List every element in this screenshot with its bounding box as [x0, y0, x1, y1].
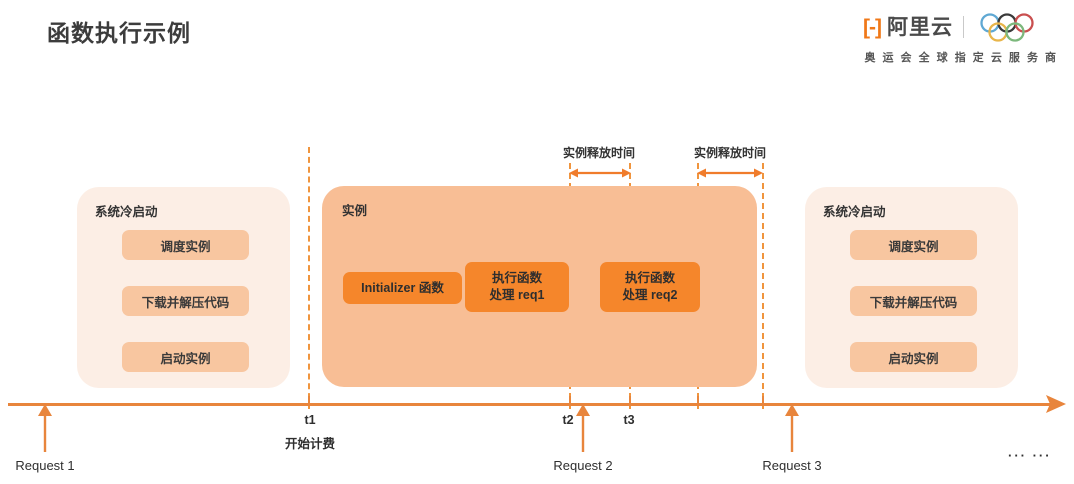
- guide-line-release2-end: [762, 163, 764, 409]
- brand-name: 阿里云: [887, 15, 953, 39]
- release-time-arrow-1: [569, 168, 631, 178]
- instance-block-initializer: Initializer 函数: [343, 272, 462, 304]
- page-title: 函数执行示例: [47, 20, 191, 46]
- coldstart-left-step-2: 下载并解压代码: [122, 286, 249, 316]
- timeline-continuation: ··· ···: [1008, 448, 1052, 463]
- instance-block-req1-line1: 执行函数: [491, 271, 542, 286]
- alibaba-cloud-logo: [-] 阿里云: [863, 17, 953, 38]
- axis-tick-t2: [569, 396, 571, 404]
- coldstart-right-title: 系统冷启动: [823, 205, 886, 219]
- time-marker-t2: t2: [562, 413, 574, 427]
- coldstart-left-title: 系统冷启动: [95, 205, 158, 219]
- instance-block-initializer-line1: Initializer 函数: [361, 280, 444, 295]
- axis-tick-release2-end: [762, 396, 764, 404]
- time-marker-t1-sublabel: 开始计费: [284, 437, 336, 451]
- axis-tick-t1: [308, 396, 310, 404]
- instance-block-req2: 执行函数 处理 req2: [600, 262, 700, 312]
- instance-title: 实例: [342, 204, 368, 218]
- request-2-arrow: [576, 404, 590, 452]
- olympic-rings-icon: [980, 13, 1034, 42]
- timeline-axis: [8, 403, 1056, 406]
- axis-tick-t3: [629, 396, 631, 404]
- coldstart-right-step-2: 下载并解压代码: [850, 286, 977, 316]
- time-marker-t3: t3: [623, 413, 635, 427]
- instance-box: 实例 Initializer 函数 执行函数 处理 req1 执行函数 处理 r…: [322, 186, 757, 387]
- request-1-label: Request 1: [15, 458, 75, 473]
- release-time-label-2: 实例释放时间: [693, 146, 767, 160]
- coldstart-left-step-3: 启动实例: [122, 342, 249, 372]
- axis-tick-release2-start: [697, 396, 699, 404]
- request-3-label: Request 3: [762, 458, 822, 473]
- brand-lockup: [-] 阿里云 奥 运 会 全 球 指 定 云 服 务 商: [854, 10, 1060, 68]
- timeline-axis-arrowhead: [1046, 395, 1066, 413]
- request-3-arrow: [785, 404, 799, 452]
- release-time-arrow-2: [697, 168, 763, 178]
- coldstart-right-step-3: 启动实例: [850, 342, 977, 372]
- brand-tagline: 奥 运 会 全 球 指 定 云 服 务 商: [864, 52, 1058, 64]
- instance-block-req1: 执行函数 处理 req1: [465, 262, 569, 312]
- request-1-arrow: [38, 404, 52, 452]
- cloud-bracket-icon: [-]: [863, 15, 882, 39]
- brand-divider: [963, 16, 964, 38]
- instance-block-req2-line2: 处理 req2: [622, 288, 678, 302]
- time-marker-t1: t1: [304, 413, 316, 427]
- instance-block-req1-line2: 处理 req1: [489, 288, 545, 302]
- coldstart-left-step-1: 调度实例: [122, 230, 249, 260]
- request-2-label: Request 2: [553, 458, 613, 473]
- instance-block-req2-line1: 执行函数: [624, 271, 675, 286]
- release-time-label-1: 实例释放时间: [562, 146, 636, 160]
- coldstart-box-left: 系统冷启动 调度实例 下载并解压代码 启动实例: [77, 187, 290, 388]
- guide-line-t1: [308, 147, 310, 409]
- coldstart-right-step-1: 调度实例: [850, 230, 977, 260]
- coldstart-box-right: 系统冷启动 调度实例 下载并解压代码 启动实例: [805, 187, 1018, 388]
